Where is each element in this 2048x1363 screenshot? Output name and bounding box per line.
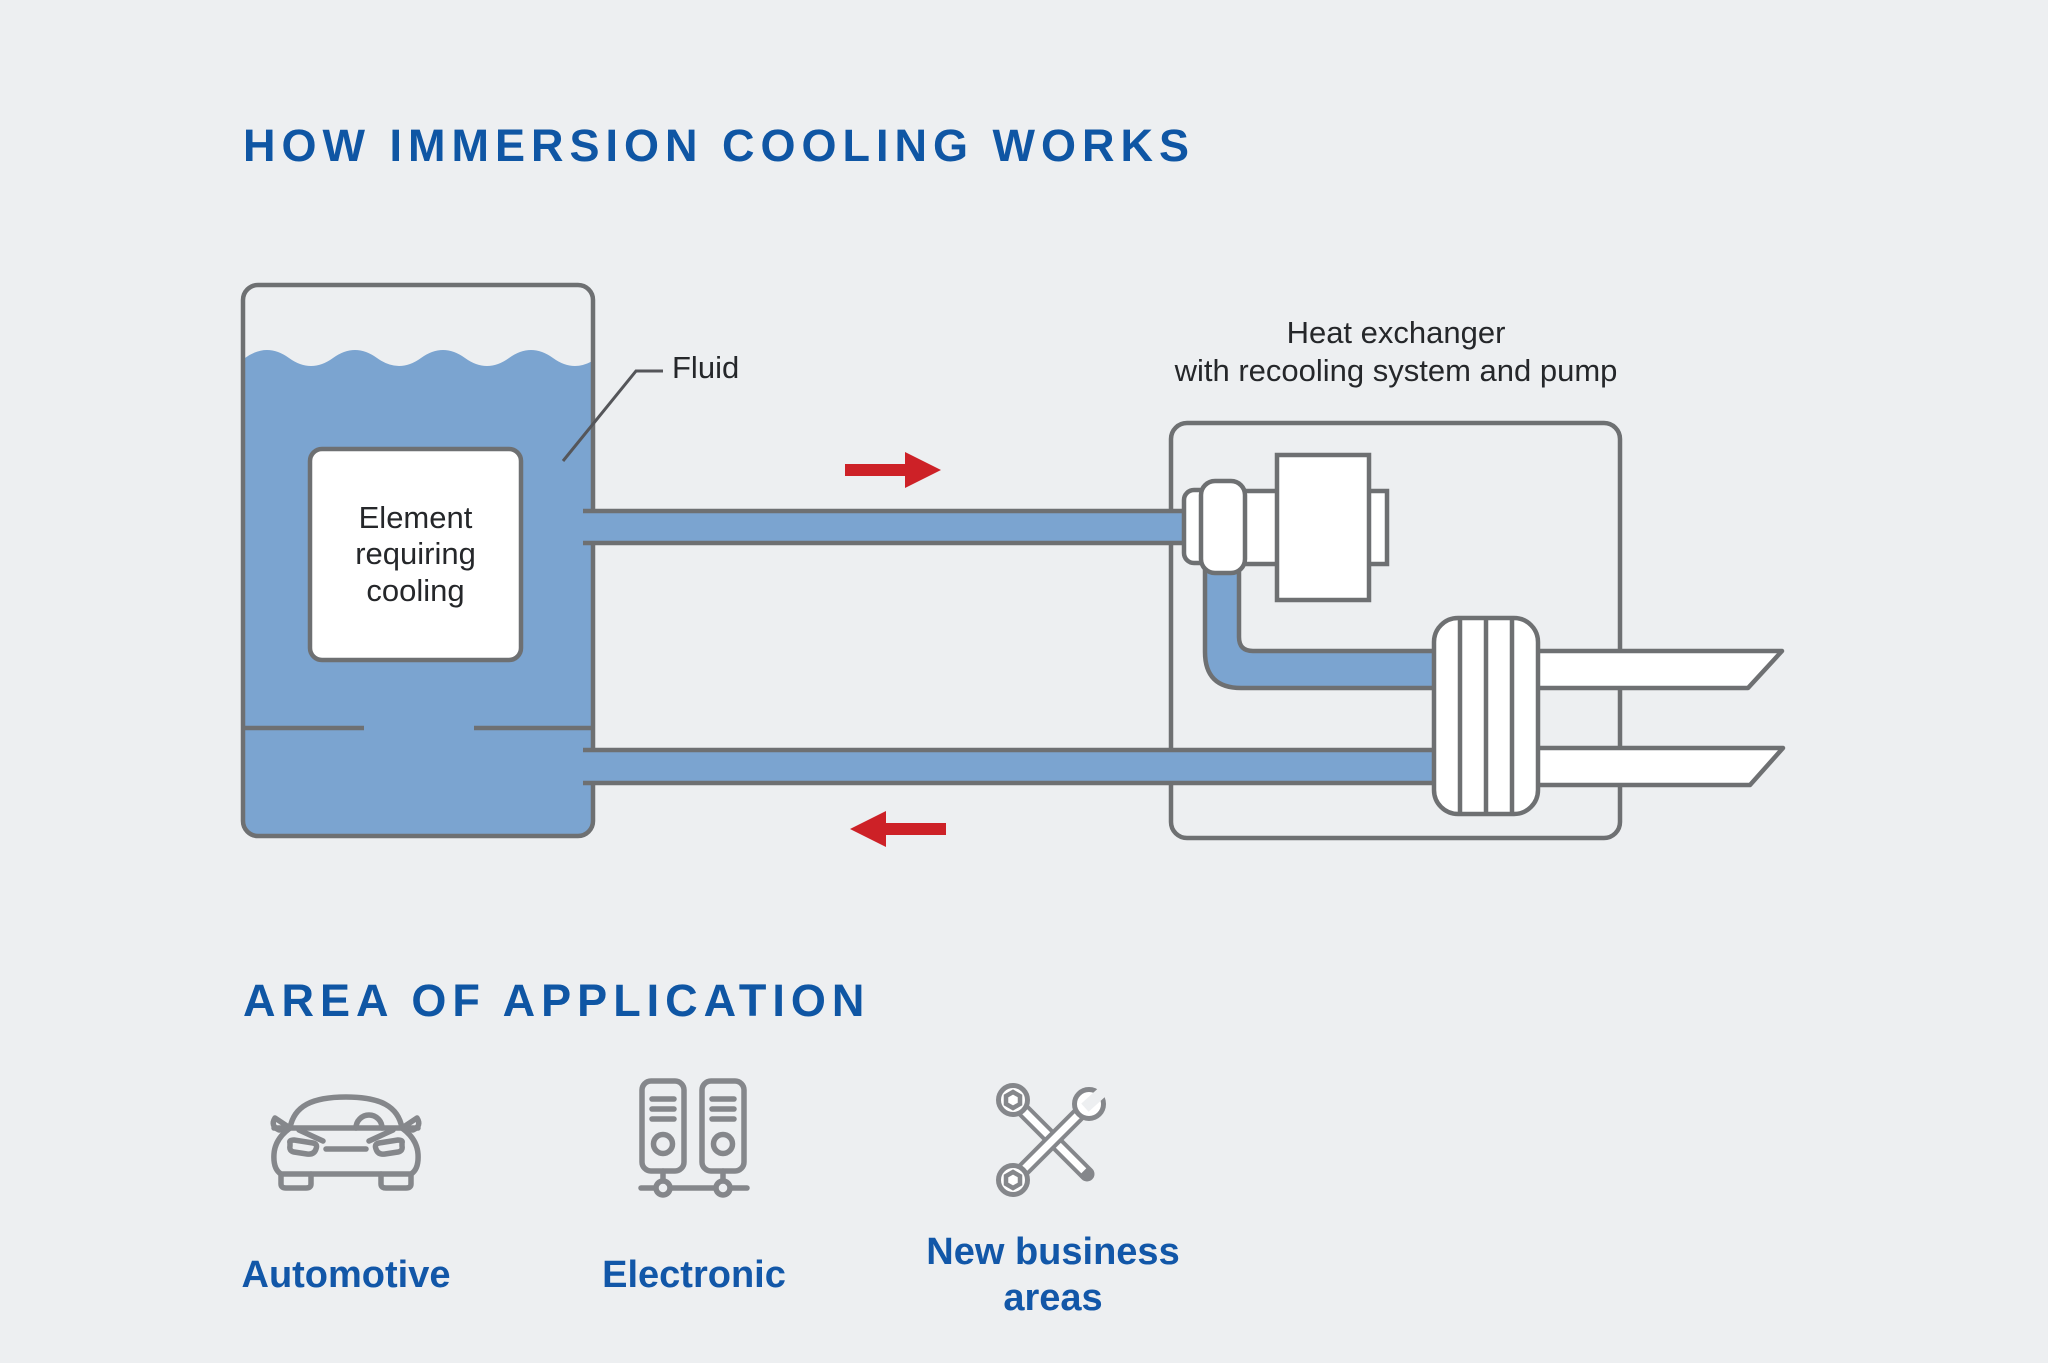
fluid-label: Fluid: [672, 350, 740, 385]
application-automotive: Automotive: [186, 1070, 506, 1360]
application-electronic: Electronic: [534, 1070, 854, 1360]
flow-arrow-right: [845, 452, 941, 488]
how-it-works-title: HOW IMMERSION COOLING WORKS: [243, 120, 1195, 171]
element-requiring-cooling-label: Element requiring cooling: [355, 499, 476, 608]
element-box: [307, 446, 524, 663]
application-label: New business areas: [926, 1231, 1180, 1319]
pump: [1181, 452, 1390, 603]
recooling-lines: [1497, 648, 1786, 788]
flow-arrow-left: [850, 811, 946, 847]
fluid-pointer-line: [561, 369, 663, 462]
heat-exchanger-label: Heat exchanger with recooling system and…: [1174, 315, 1618, 388]
server-icon: [638, 1070, 750, 1210]
tools-icon: [992, 1070, 1114, 1210]
car-icon: [266, 1070, 426, 1210]
area-of-application-title: AREA OF APPLICATION: [243, 975, 871, 1026]
application-label: Electronic: [602, 1254, 786, 1297]
return-pipe: [583, 747, 1473, 786]
application-label: Automotive: [241, 1254, 451, 1297]
fluid-tank: [240, 282, 596, 839]
hot-pipe: [583, 508, 1195, 546]
application-new-business: New business areas: [893, 1070, 1213, 1360]
heat-exchanger-coil: [1431, 615, 1541, 817]
